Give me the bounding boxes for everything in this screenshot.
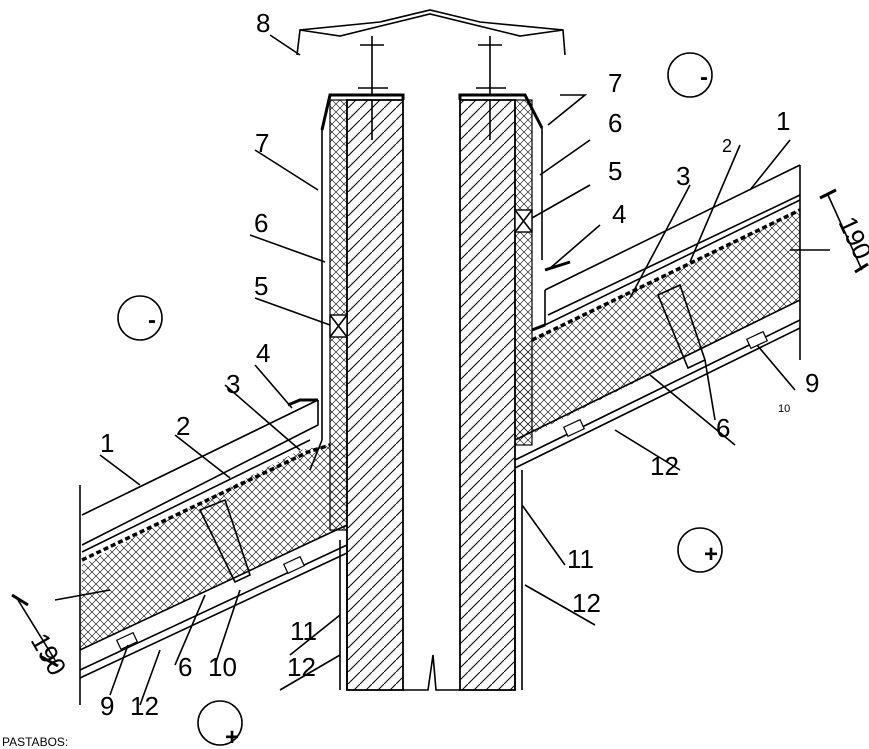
part-labels: 8 7 6 5 4 3 2 1 7 6 5 4 3 2 1 9 10 6 12 …	[100, 8, 819, 721]
label-2-left: 2	[176, 411, 190, 441]
label-4-right: 4	[612, 199, 626, 229]
label-7-right: 7	[608, 68, 622, 98]
label-1-right: 1	[776, 106, 790, 136]
svg-text:+: +	[704, 541, 718, 568]
left-roof	[79, 398, 348, 705]
pressure-minus-left: -	[117, 295, 163, 341]
chimney-top-cap-right	[458, 93, 544, 129]
dimension-right: 190	[790, 188, 869, 274]
label-9-right: 9	[805, 368, 819, 398]
label-10-left: 10	[208, 652, 237, 682]
pressure-plus-bottom: +	[197, 700, 243, 749]
label-6-right: 6	[608, 108, 622, 138]
label-10-right: 10	[778, 403, 790, 415]
right-roof	[514, 164, 801, 469]
label-11-left: 11	[290, 616, 317, 646]
label-12-right-roof: 12	[650, 451, 679, 481]
chimney-left-wall	[346, 99, 404, 691]
label-11-right: 11	[567, 544, 594, 574]
label-12-left-roof: 12	[130, 691, 159, 721]
leader-lines	[99, 34, 796, 706]
label-2-right: 2	[722, 136, 732, 156]
svg-text:+: +	[225, 724, 239, 749]
label-3-left: 3	[226, 369, 240, 399]
note-label: PASTABOS:	[2, 735, 68, 749]
break-line	[403, 654, 460, 691]
chimney-right-wall	[459, 99, 516, 691]
label-5-left: 5	[254, 271, 268, 301]
label-5-right: 5	[608, 156, 622, 186]
dimension-left-text: 190	[25, 628, 73, 681]
label-6-lower-left: 6	[178, 652, 192, 682]
label-12-left-wall: 12	[287, 652, 316, 682]
chimney-top-cap-left	[320, 93, 405, 131]
svg-text:-: -	[700, 64, 708, 91]
label-9-left: 9	[100, 691, 114, 721]
label-8: 8	[256, 8, 270, 38]
pressure-plus-right: +	[677, 527, 723, 573]
svg-text:-: -	[148, 307, 156, 334]
label-6-lower-right: 6	[716, 413, 730, 443]
label-7-left: 7	[255, 128, 269, 158]
dimension-right-text: 190	[833, 212, 869, 264]
label-6-left: 6	[254, 208, 268, 238]
pressure-minus-top: -	[667, 52, 713, 98]
label-3-right: 3	[676, 161, 690, 191]
label-12-right-wall: 12	[572, 588, 601, 618]
label-1-left: 1	[100, 428, 114, 458]
wind-cap	[296, 9, 566, 140]
label-4-left: 4	[256, 338, 270, 368]
cladding-left	[309, 130, 323, 471]
